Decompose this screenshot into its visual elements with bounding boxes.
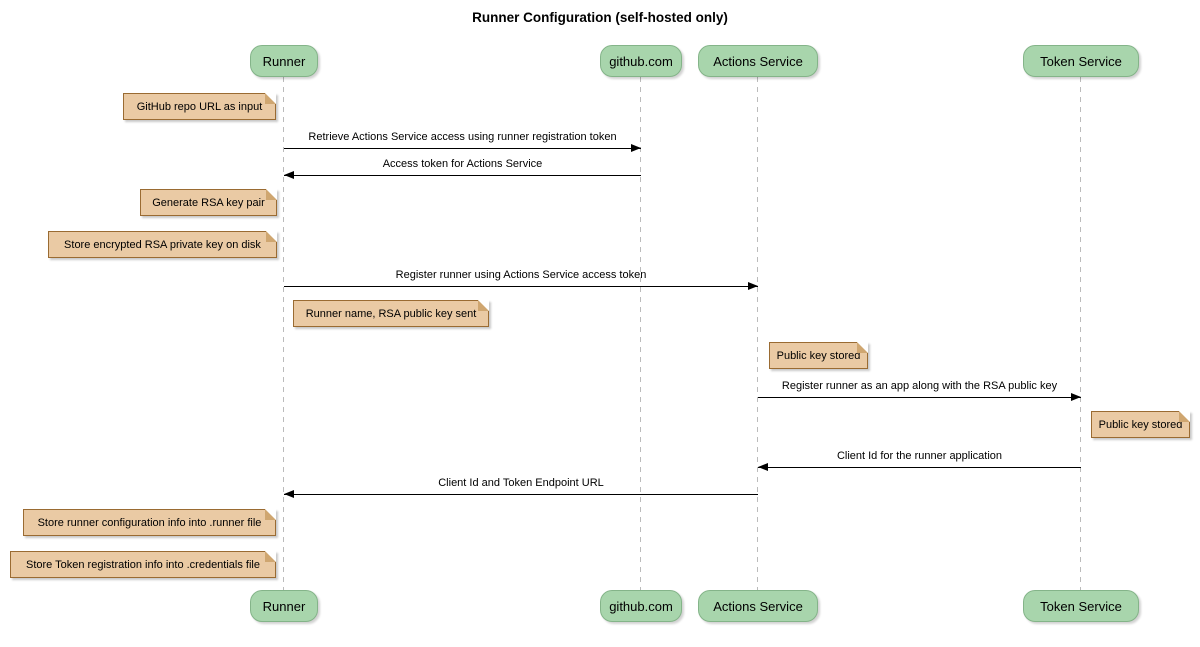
participant-actions-service-bottom: Actions Service [698, 590, 818, 622]
arrowhead-right-icon [748, 282, 758, 290]
lifeline-actions-service [757, 77, 758, 590]
participant-token-service-top: Token Service [1023, 45, 1139, 77]
participant-token-service-bottom: Token Service [1023, 590, 1139, 622]
participant-actions-service-top: Actions Service [698, 45, 818, 77]
note-public-key-stored-actions: Public key stored [769, 342, 868, 369]
message-line [284, 286, 758, 287]
message-label: Retrieve Actions Service access using ru… [308, 131, 617, 143]
participant-github-bottom: github.com [600, 590, 682, 622]
message-label: Client Id and Token Endpoint URL [438, 477, 604, 489]
arrowhead-right-icon [1071, 393, 1081, 401]
lifeline-runner [283, 77, 284, 590]
message-label: Access token for Actions Service [382, 158, 543, 170]
note-store-credentials-file: Store Token registration info into .cred… [10, 551, 276, 578]
diagram-title: Runner Configuration (self-hosted only) [472, 10, 728, 25]
participant-runner-top: Runner [250, 45, 318, 77]
lifeline-github [640, 77, 641, 590]
arrowhead-right-icon [631, 144, 641, 152]
message-line [758, 397, 1081, 398]
note-generate-rsa-key: Generate RSA key pair [140, 189, 277, 216]
message-label: Register runner as an app along with the… [781, 380, 1058, 392]
note-store-private-key: Store encrypted RSA private key on disk [48, 231, 277, 258]
note-runner-name-sent: Runner name, RSA public key sent [293, 300, 489, 327]
message-line [284, 148, 641, 149]
message-label: Client Id for the runner application [836, 450, 1003, 462]
note-store-runner-file: Store runner configuration info into .ru… [23, 509, 276, 536]
message-line [758, 467, 1081, 468]
note-public-key-stored-token: Public key stored [1091, 411, 1190, 438]
message-label: Register runner using Actions Service ac… [395, 269, 647, 281]
message-line [284, 175, 641, 176]
participant-github-top: github.com [600, 45, 682, 77]
arrowhead-left-icon [758, 463, 768, 471]
lifeline-token-service [1080, 77, 1081, 590]
arrowhead-left-icon [284, 490, 294, 498]
participant-runner-bottom: Runner [250, 590, 318, 622]
arrowhead-left-icon [284, 171, 294, 179]
message-line [284, 494, 758, 495]
note-github-repo-url: GitHub repo URL as input [123, 93, 276, 120]
